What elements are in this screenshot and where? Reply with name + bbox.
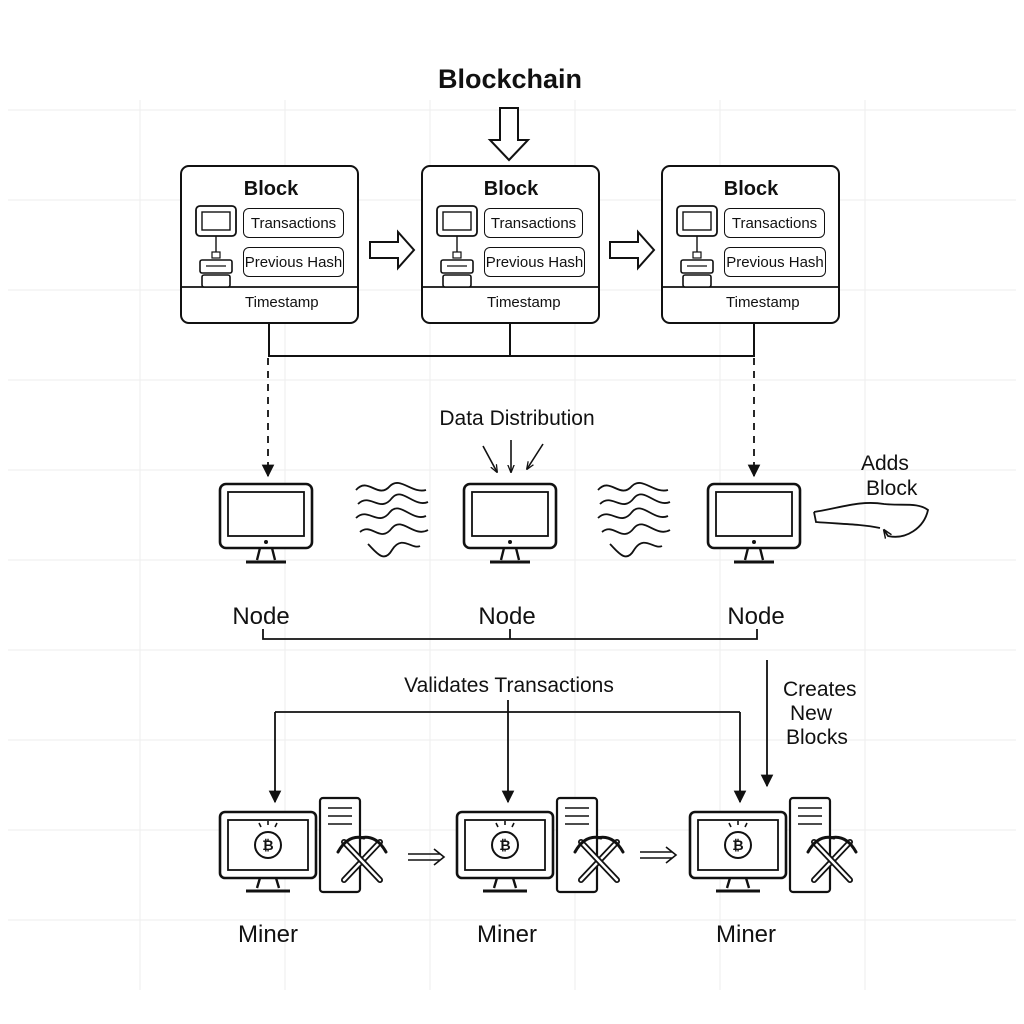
miner-3-bitcoin-computer-icon [690, 798, 856, 892]
miner-2-bitcoin-computer-icon [457, 798, 623, 892]
block-3-previous-hash: Previous Hash [724, 247, 826, 277]
block-2-transactions: Transactions [484, 208, 583, 238]
adds-block-label-line2: Block [866, 477, 918, 500]
node-1-monitor-icon [218, 482, 314, 564]
creates-new-blocks-line1: Creates [783, 678, 857, 701]
node-2-label: Node [478, 603, 536, 630]
miner-1-label: Miner [237, 921, 299, 948]
block-bracket [268, 323, 755, 357]
node-3-monitor-icon [706, 482, 802, 564]
block-1-transactions: Transactions [243, 208, 344, 238]
block-3-timestamp: Timestamp [726, 294, 800, 311]
block-1-title: Block [243, 178, 299, 200]
block-2-timestamp: Timestamp [487, 294, 561, 311]
block-3-title: Block [723, 178, 779, 200]
miner-1-bitcoin-computer-icon [220, 798, 386, 892]
wave-signal-icon-2 [597, 482, 671, 558]
block-2-previous-hash: Previous Hash [484, 247, 585, 277]
adds-block-label-line1: Adds [861, 452, 909, 475]
block-3-transactions: Transactions [724, 208, 825, 238]
data-distribution-label: Data Distribution [439, 407, 595, 430]
block-link-arrow-2 [609, 229, 656, 271]
block-1-timestamp: Timestamp [245, 294, 319, 311]
wave-signal-icon-1 [355, 482, 429, 558]
validates-transactions-label: Validates Transactions [404, 674, 614, 697]
node-bracket [262, 629, 758, 640]
entry-arrow [487, 107, 531, 162]
adds-block-arrow [813, 502, 930, 537]
creates-new-blocks-line3: Blocks [786, 726, 848, 749]
diagram-title: Blockchain [437, 64, 583, 94]
creates-new-blocks-line2: New [790, 702, 833, 725]
block-2-title: Block [483, 178, 539, 200]
node-3-label: Node [727, 603, 785, 630]
node-2-monitor-icon [462, 482, 558, 564]
miner-link-arrow-2 [640, 846, 678, 864]
block-1-previous-hash: Previous Hash [243, 247, 344, 277]
node-1-label: Node [232, 603, 290, 630]
miner-3-label: Miner [715, 921, 777, 948]
block-link-arrow-1 [369, 229, 416, 271]
miner-2-label: Miner [476, 921, 538, 948]
miner-link-arrow-1 [408, 848, 446, 866]
